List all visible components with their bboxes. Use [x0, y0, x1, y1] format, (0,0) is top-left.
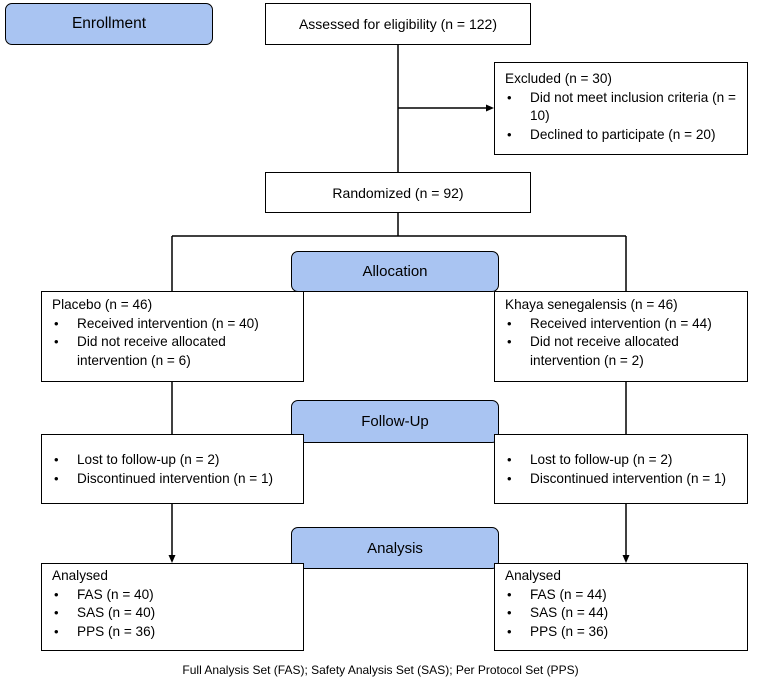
list-item: Discontinued intervention (n = 1)	[52, 470, 295, 489]
placebo-allocation-title: Placebo (n = 46)	[52, 297, 153, 312]
khaya-follow-up-box: Lost to follow-up (n = 2) Discontinued i…	[494, 434, 748, 504]
list-item: Lost to follow-up (n = 2)	[505, 451, 739, 470]
placebo-analysis-box: Analysed FAS (n = 40) SAS (n = 40) PPS (…	[41, 563, 304, 651]
list-item: SAS (n = 44)	[505, 604, 739, 623]
khaya-analysis-box: Analysed FAS (n = 44) SAS (n = 44) PPS (…	[494, 563, 748, 651]
stage-analysis-label: Analysis	[367, 539, 423, 557]
assessed-label: Assessed for eligibility (n = 122)	[298, 16, 498, 32]
stage-follow-up-label: Follow-Up	[361, 413, 429, 430]
list-item: FAS (n = 44)	[505, 586, 739, 605]
placebo-analysis-title: Analysed	[52, 568, 108, 583]
list-item: FAS (n = 40)	[52, 586, 295, 605]
stage-enrollment: Enrollment	[5, 3, 213, 45]
khaya-allocation-title: Khaya senegalensis (n = 46)	[505, 297, 678, 312]
excluded-list: Did not meet inclusion criteria (n = 10)…	[505, 89, 739, 145]
list-item: Did not meet inclusion criteria (n = 10)	[505, 89, 739, 126]
footnote: Full Analysis Set (FAS); Safety Analysis…	[182, 663, 579, 677]
placebo-follow-up-box: Lost to follow-up (n = 2) Discontinued i…	[41, 434, 304, 504]
arrowhead-left-analysis	[168, 555, 176, 563]
list-item: PPS (n = 36)	[52, 623, 295, 642]
khaya-analysis-list: FAS (n = 44) SAS (n = 44) PPS (n = 36)	[505, 586, 739, 642]
excluded-title: Excluded (n = 30)	[505, 71, 612, 86]
stage-allocation-label: Allocation	[362, 263, 428, 280]
placebo-allocation-list: Received intervention (n = 40) Did not r…	[52, 315, 295, 371]
stage-follow-up: Follow-Up	[291, 400, 499, 443]
list-item: Discontinued intervention (n = 1)	[505, 470, 739, 489]
list-item: Received intervention (n = 44)	[505, 315, 739, 334]
placebo-allocation-box: Placebo (n = 46) Received intervention (…	[41, 291, 304, 382]
arrowhead-right-analysis	[622, 555, 630, 563]
list-item: Received intervention (n = 40)	[52, 315, 295, 334]
list-item: Did not receive allocated intervention (…	[505, 333, 739, 370]
list-item: PPS (n = 36)	[505, 623, 739, 642]
randomized-box: Randomized (n = 92)	[265, 172, 531, 213]
excluded-box: Excluded (n = 30) Did not meet inclusion…	[494, 62, 748, 155]
khaya-allocation-box: Khaya senegalensis (n = 46) Received int…	[494, 291, 748, 382]
stage-analysis: Analysis	[291, 527, 499, 569]
list-item: Declined to participate (n = 20)	[505, 126, 739, 145]
khaya-analysis-title: Analysed	[505, 568, 561, 583]
list-item: Lost to follow-up (n = 2)	[52, 451, 295, 470]
khaya-follow-up-list: Lost to follow-up (n = 2) Discontinued i…	[505, 451, 739, 488]
placebo-follow-up-list: Lost to follow-up (n = 2) Discontinued i…	[52, 451, 295, 488]
randomized-label: Randomized (n = 92)	[332, 184, 464, 201]
placebo-analysis-list: FAS (n = 40) SAS (n = 40) PPS (n = 36)	[52, 586, 295, 642]
stage-enrollment-label: Enrollment	[71, 15, 147, 32]
khaya-allocation-list: Received intervention (n = 44) Did not r…	[505, 315, 739, 371]
list-item: Did not receive allocated intervention (…	[52, 333, 295, 370]
list-item: SAS (n = 40)	[52, 604, 295, 623]
assessed-box: Assessed for eligibility (n = 122)	[265, 3, 531, 45]
stage-allocation: Allocation	[291, 251, 499, 292]
arrowhead-excluded	[486, 104, 494, 112]
